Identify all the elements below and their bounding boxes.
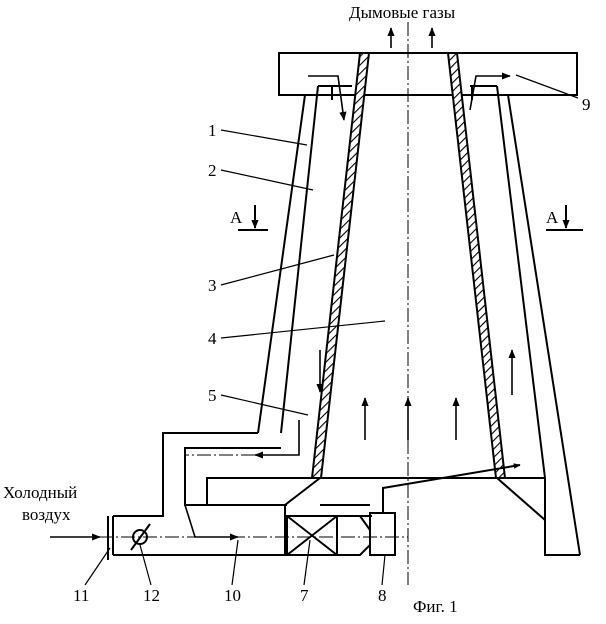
- block-8: [370, 513, 395, 555]
- figure-caption: Фиг. 1: [413, 597, 458, 616]
- callout-12: 12: [143, 586, 160, 605]
- flue-wall-left: [312, 53, 369, 478]
- outer-shell: [258, 95, 580, 555]
- callout-8: 8: [378, 586, 387, 605]
- callout-4: 4: [208, 329, 217, 348]
- callout-9: 9: [582, 95, 591, 114]
- callout-2: 2: [208, 161, 217, 180]
- flue-gas-label: Дымовые газы: [349, 3, 456, 22]
- inlet-label-line2: воздух: [22, 505, 71, 524]
- base-chamber: [207, 478, 545, 555]
- section-mark-right: А: [546, 208, 559, 227]
- inlet-label-line1: Холодный: [3, 483, 77, 502]
- top-collector: [279, 53, 577, 95]
- callout-7: 7: [300, 586, 309, 605]
- callout-11: 11: [73, 586, 89, 605]
- top-right-flow-arrow: [470, 76, 510, 110]
- burner-7: [287, 516, 370, 555]
- section-mark-left: А: [230, 208, 243, 227]
- callout-5: 5: [208, 386, 217, 405]
- duct-return-arrow: [255, 420, 299, 455]
- callout-1: 1: [208, 121, 217, 140]
- callout-10: 10: [224, 586, 241, 605]
- callout-3: 3: [208, 276, 217, 295]
- duct-flow-arrow: [185, 505, 238, 537]
- top-left-flow-arrow: [308, 76, 344, 120]
